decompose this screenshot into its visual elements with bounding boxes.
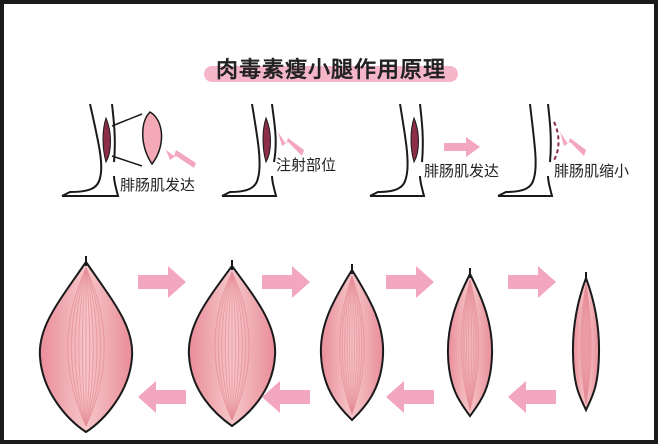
title-block: 肉毒素瘦小腿作用原理 xyxy=(196,52,466,86)
step-label-3: 腓肠肌发达 xyxy=(424,162,500,180)
muscle-stage-3 xyxy=(319,264,385,422)
arrow-right-3 xyxy=(386,266,434,298)
step-label-1: 腓肠肌发达 xyxy=(120,176,196,194)
leg-diagram-3 xyxy=(369,103,480,197)
step-label-2: 注射部位 xyxy=(276,156,337,174)
muscle-stage-1 xyxy=(38,256,134,434)
arrow-left-4 xyxy=(508,381,556,413)
leg-diagram-1 xyxy=(61,103,196,197)
arrow-left-1 xyxy=(138,381,186,413)
muscle-stage-2 xyxy=(187,260,277,428)
arrow-right-4 xyxy=(508,266,556,298)
arrows-left xyxy=(138,381,556,413)
muscle-stage-5 xyxy=(571,272,601,413)
muscle-sequence xyxy=(38,256,601,434)
arrow-right-2 xyxy=(262,266,310,298)
arrow-left-3 xyxy=(386,381,434,413)
step-label-4: 腓肠肌缩小 xyxy=(554,162,630,180)
leg-diagram-2 xyxy=(221,103,304,197)
arrow-left-2 xyxy=(262,381,310,413)
muscle-stage-4 xyxy=(446,268,494,418)
arrow-right-1 xyxy=(138,266,186,298)
page-title: 肉毒素瘦小腿作用原理 xyxy=(215,58,446,83)
arrows-right xyxy=(138,266,556,298)
leg-diagram-4 xyxy=(497,103,586,197)
title-highlight xyxy=(204,66,458,82)
